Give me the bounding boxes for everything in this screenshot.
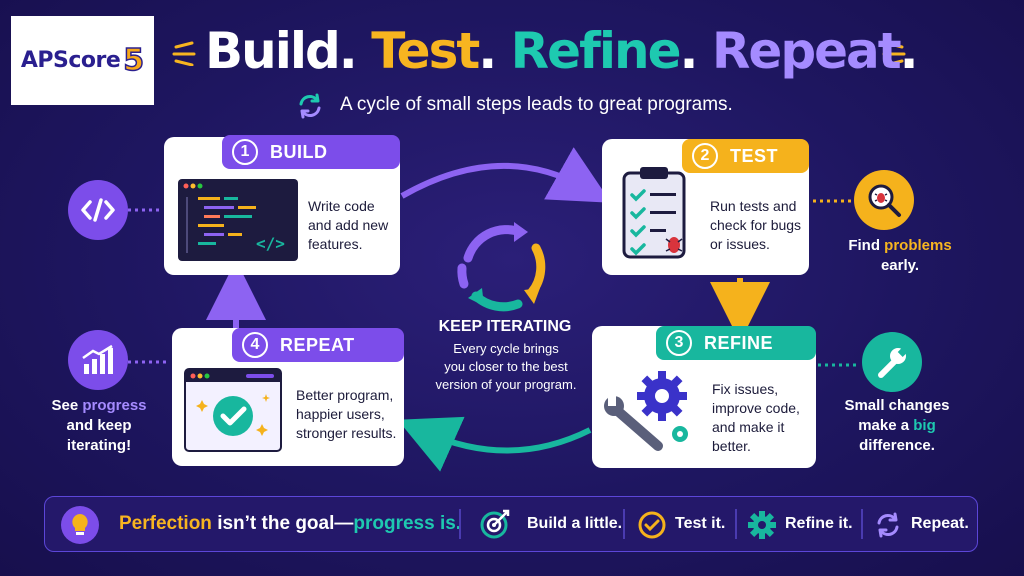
build-card-header: 1 BUILD (222, 135, 400, 169)
banner-item-repeat: Repeat. (911, 515, 969, 532)
banner-separator (735, 509, 737, 539)
title-repeat: Repeat (711, 22, 902, 80)
check-icon (637, 510, 667, 540)
gear-icon (747, 510, 777, 540)
build-text-line-1: Write code (308, 198, 375, 214)
banner-middle: isn’t the goal— (211, 513, 354, 534)
left-spark-icon (172, 40, 198, 70)
clipboard-checklist-icon (620, 165, 692, 261)
progress-line-2: and keep (66, 417, 132, 434)
bottom-banner: Perfection isn’t the goal—progress is. B… (44, 496, 978, 552)
wrench-icon (862, 332, 922, 392)
code-editor-icon: </> (178, 179, 298, 261)
keep-iterating-title: KEEP ITERATING (438, 318, 572, 335)
logo-five: 5 (123, 42, 145, 79)
banner-item-test: Test it. (675, 515, 726, 532)
find-problems-text: Find problems early. (840, 236, 960, 276)
build-card: 1 BUILD </> Write code and add new featu… (164, 135, 400, 275)
find-line-2: early. (880, 257, 920, 274)
keep-text-line-3: version of your program. (435, 377, 577, 392)
progress-highlight: progress (82, 397, 147, 414)
build-number: 1 (232, 139, 258, 165)
progress-side-text: See progress and keep iterating! (40, 396, 158, 456)
repeat-text-line-2: happier users, (296, 406, 385, 422)
banner-separator (459, 509, 461, 539)
test-title: TEST (730, 145, 779, 166)
title-dot-1: . (338, 22, 358, 80)
banner-perfection: Perfection (119, 513, 212, 534)
cycle-icon (296, 92, 324, 120)
page-title: Build. Test. Refine. Repeat. (205, 18, 919, 84)
title-dot-2: . (478, 22, 497, 80)
repeat-title: REPEAT (280, 334, 355, 355)
banner-progress: progress is. (353, 513, 462, 534)
small-line-3: difference. (859, 437, 935, 454)
lightbulb-icon (61, 506, 99, 544)
banner-separator (623, 509, 625, 539)
logo-text: APScore (20, 48, 121, 73)
logo: APScore 5 (11, 16, 154, 105)
title-dot-3: . (679, 22, 698, 80)
refine-text: Fix issues, improve code, and make it be… (712, 380, 800, 456)
test-text-line-2: check for bugs (710, 217, 802, 233)
test-card: 2 TEST Run tests and check for bugs or i… (602, 139, 809, 275)
refine-card: 3 REFINE Fix issues, (592, 326, 816, 468)
test-text: Run tests and check for bugs or issues. (710, 197, 801, 254)
refine-card-header: 3 REFINE (656, 326, 816, 360)
find-pre: Find (848, 237, 885, 254)
small-changes-text: Small changes make a big difference. (836, 396, 958, 456)
refine-number: 3 (666, 330, 692, 356)
title-refine: Refine (510, 22, 682, 80)
right-spark-icon (880, 40, 906, 70)
refine-text-line-2: improve code, (712, 400, 800, 416)
find-highlight: problems (884, 237, 952, 254)
keep-text-line-2: you closer to the best (444, 359, 568, 374)
banner-item-build: Build a little. (527, 515, 623, 532)
target-icon (479, 508, 511, 540)
success-window-icon (184, 368, 282, 452)
center-cycle-icon (457, 222, 546, 312)
progress-line-3: iterating! (66, 437, 132, 454)
repeat-text: Better program, happier users, stronger … (296, 386, 396, 443)
svg-text:</>: </> (256, 234, 285, 253)
repeat-icon (873, 510, 903, 540)
test-text-line-3: or issues. (710, 236, 770, 252)
refine-text-line-4: better. (712, 438, 751, 454)
banner-item-refine: Refine it. (785, 515, 853, 532)
repeat-text-line-3: stronger results. (296, 425, 397, 441)
test-number: 2 (692, 143, 718, 169)
refine-text-line-1: Fix issues, (712, 381, 779, 397)
small-line-1: Small changes (844, 397, 950, 414)
repeat-text-line-1: Better program, (296, 387, 394, 403)
title-test: Test (371, 22, 480, 80)
build-text: Write code and add new features. (308, 197, 388, 254)
repeat-card-header: 4 REPEAT (232, 328, 404, 362)
refine-text-line-3: and make it (712, 419, 785, 435)
title-dot-4: . (899, 22, 919, 80)
bug-search-icon (854, 170, 914, 230)
small-highlight: big (913, 417, 936, 434)
title-build: Build (205, 22, 341, 80)
keep-iterating-text: Every cycle brings you closer to the bes… (425, 340, 587, 394)
keep-text-line-1: Every cycle brings (453, 341, 559, 356)
repeat-card: 4 REPEAT Better program, happier users, … (172, 328, 404, 466)
build-text-line-3: features. (308, 236, 363, 252)
test-card-header: 2 TEST (682, 139, 809, 173)
refine-title: REFINE (704, 332, 774, 353)
gear-wrench-icon (604, 366, 696, 454)
build-text-line-2: and add new (308, 217, 389, 233)
progress-pre: See (51, 397, 83, 414)
build-title: BUILD (270, 141, 328, 162)
test-text-line-1: Run tests and (710, 198, 797, 214)
growth-chart-icon (68, 330, 128, 390)
banner-motto: Perfection isn’t the goal—progress is. (119, 513, 461, 535)
code-icon (68, 180, 128, 240)
repeat-number: 4 (242, 332, 268, 358)
banner-separator (861, 509, 863, 539)
subtitle: A cycle of small steps leads to great pr… (340, 94, 733, 115)
small-pre: make a (858, 417, 914, 434)
